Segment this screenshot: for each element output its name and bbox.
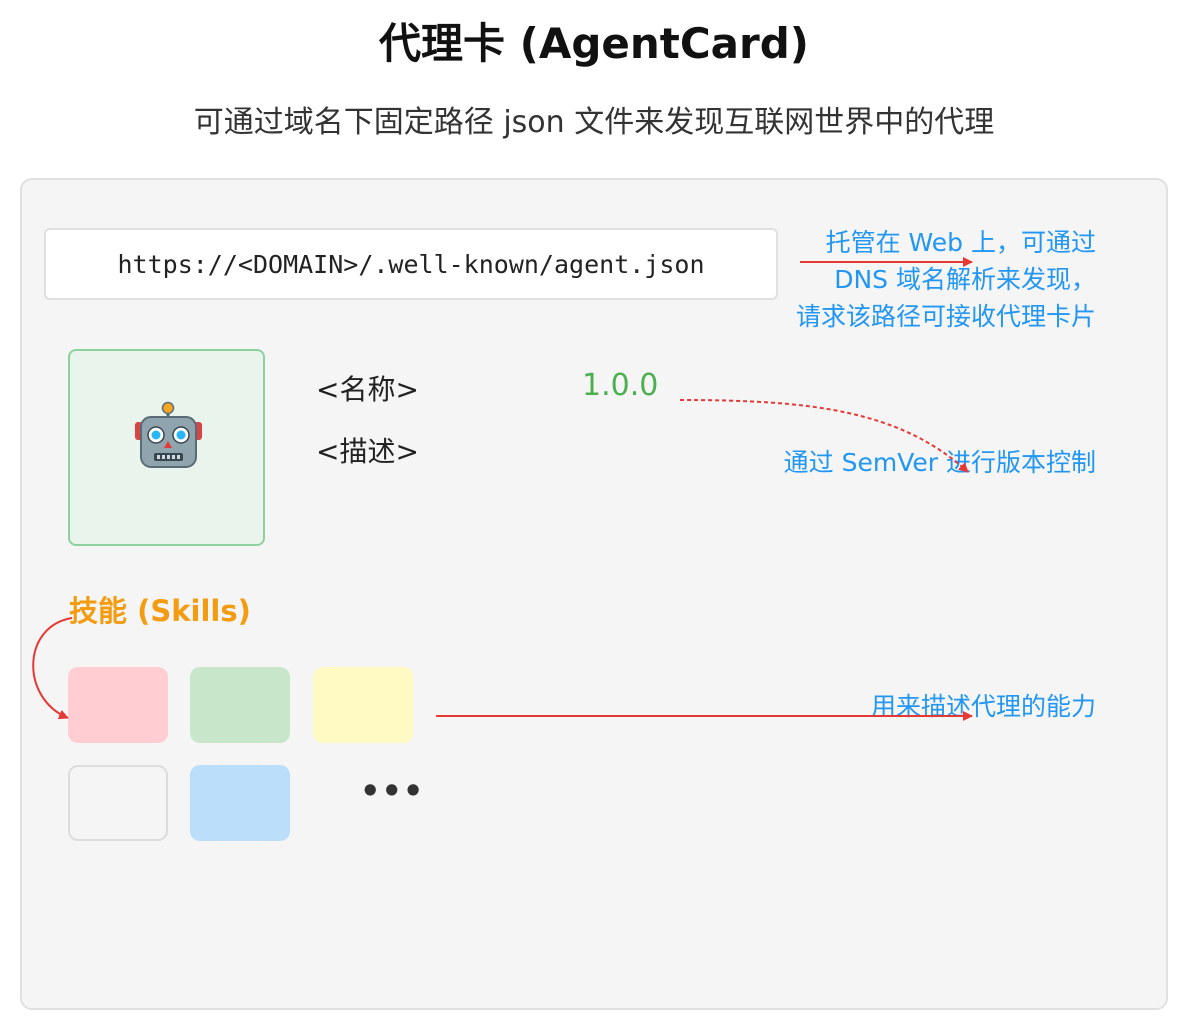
- robot-icon: [135, 401, 202, 468]
- skill-block-3: [313, 667, 413, 743]
- agent-url-box: https://<DOMAIN>/.well-known/agent.json: [44, 228, 778, 300]
- skill-block-5: [190, 765, 290, 841]
- skills-label: 技能 (Skills): [69, 594, 251, 628]
- web-hosting-annotation: 托管在 Web 上，可通过 DNS 域名解析来发现， 请求该路径可接收代理卡片: [796, 224, 1096, 335]
- web-hosting-line-2: DNS 域名解析来发现，: [834, 265, 1096, 294]
- agent-name-field: <名称>: [316, 373, 419, 406]
- agent-description-field: <描述>: [316, 435, 419, 468]
- page-subtitle: 可通过域名下固定路径 json 文件来发现互联网世界中的代理: [193, 105, 995, 140]
- skills-label-arrow: [32, 617, 73, 720]
- skill-block-2: [190, 667, 290, 743]
- semver-annotation: 通过 SemVer 进行版本控制: [783, 448, 1096, 477]
- agent-card-panel: [20, 178, 1168, 1010]
- skill-block-1: [68, 667, 168, 743]
- skill-block-4: [68, 765, 168, 841]
- version-label: 1.0.0: [582, 368, 659, 403]
- version-arrow: [679, 399, 969, 473]
- agent-avatar: [68, 349, 265, 546]
- web-hosting-line-1: 托管在 Web 上，可通过: [825, 228, 1096, 257]
- more-skills-ellipsis: •••: [360, 772, 425, 810]
- page-title: 代理卡 (AgentCard): [379, 19, 809, 68]
- web-hosting-line-3: 请求该路径可接收代理卡片: [795, 302, 1096, 331]
